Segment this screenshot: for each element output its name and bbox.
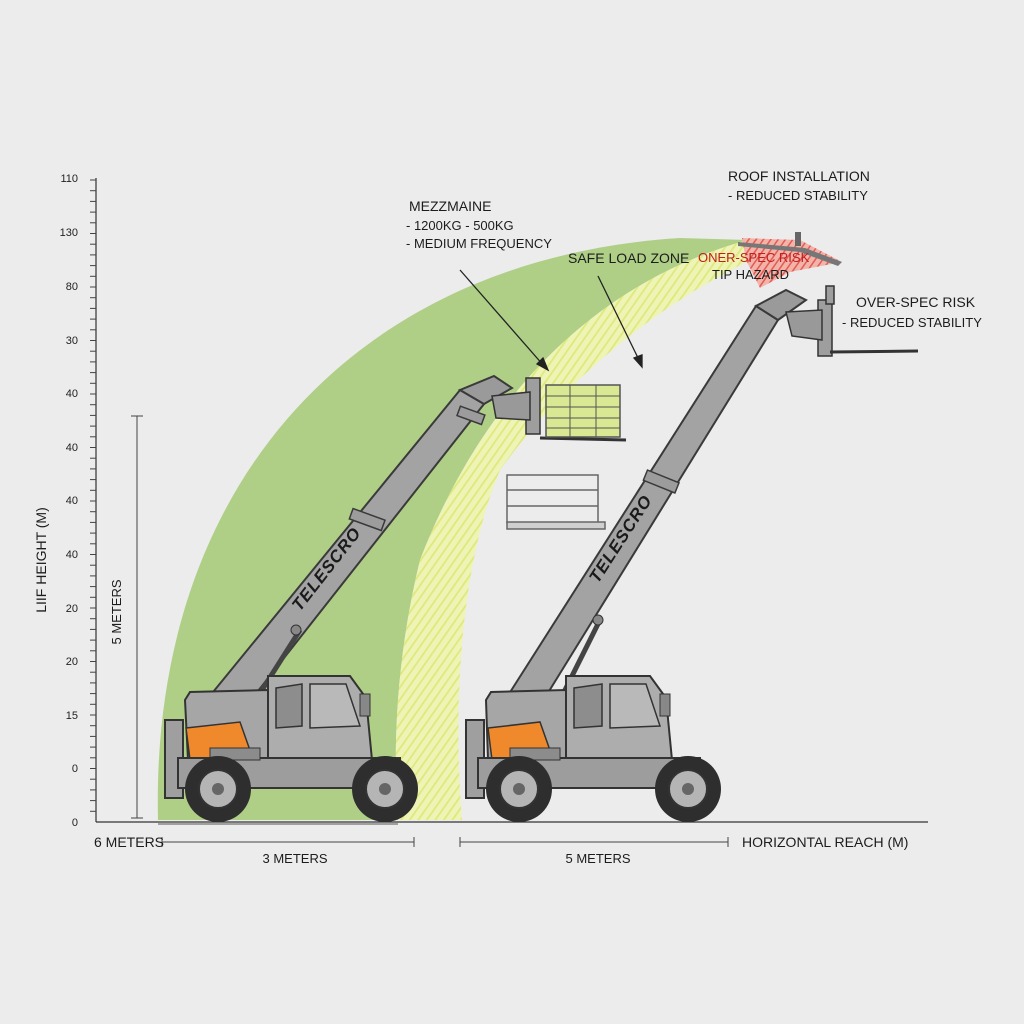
vertical-dimension: 5 METERS bbox=[109, 415, 143, 819]
y-tick: 20 bbox=[66, 656, 78, 668]
mezzanine-line-2: - MEDIUM FREQUENCY bbox=[406, 236, 552, 251]
x-axis bbox=[96, 821, 928, 825]
y-tick: 40 bbox=[66, 442, 78, 454]
tip-hazard-line-1: ONER-SPEC RISK bbox=[698, 250, 810, 265]
wheel-right-rear bbox=[655, 756, 721, 822]
y-tick: 20 bbox=[66, 603, 78, 615]
y-tick: 0 bbox=[72, 817, 78, 829]
y-tick: 80 bbox=[66, 281, 78, 293]
roof-title: ROOF INSTALLATION bbox=[728, 168, 870, 184]
y-tick: 0 bbox=[72, 763, 78, 775]
mezzanine-line-1: - 1200KG - 500KG bbox=[406, 218, 514, 233]
y-tick: 15 bbox=[66, 710, 78, 722]
y-tick: 110 bbox=[60, 173, 78, 185]
span-dimension-1: 3 METERS bbox=[161, 837, 415, 866]
over-spec-annotation: OVER-SPEC RISK - REDUCED STABILITY bbox=[842, 294, 982, 330]
callout-arrows bbox=[459, 269, 643, 372]
mezzanine-platform bbox=[506, 474, 606, 530]
y-axis bbox=[90, 178, 97, 822]
caution-zone bbox=[395, 240, 772, 820]
y-tick: 40 bbox=[66, 388, 78, 400]
roof-edge bbox=[738, 232, 842, 266]
safe-load-zone bbox=[157, 238, 748, 820]
vertical-dimension-label: 5 METERS bbox=[109, 579, 124, 644]
chassis-left bbox=[164, 675, 401, 799]
mezzanine-title: MEZZMAINE bbox=[409, 198, 491, 214]
roof-line-1: - REDUCED STABILITY bbox=[728, 188, 868, 203]
roof-annotation: ROOF INSTALLATION - REDUCED STABILITY bbox=[728, 168, 870, 203]
fork-carriage-left bbox=[491, 377, 627, 442]
wheel-left-rear bbox=[352, 756, 418, 822]
span-dimension-2: 5 METERS bbox=[459, 837, 729, 866]
over-spec-line-1: - REDUCED STABILITY bbox=[842, 315, 982, 330]
tip-hazard-annotation: ONER-SPEC RISK TIP HAZARD bbox=[698, 250, 810, 282]
wheel-right-front bbox=[486, 756, 552, 822]
tip-hazard-line-2: TIP HAZARD bbox=[712, 267, 789, 282]
y-tick-labels: 110 130 80 30 40 40 40 40 20 20 15 0 0 bbox=[60, 173, 78, 829]
telehandler-right: TELESCRO bbox=[465, 285, 919, 822]
y-axis-label: LIIF HEIGHT (M) bbox=[33, 507, 49, 613]
mezzanine-annotation: MEZZMAINE - 1200KG - 500KG - MEDIUM FREQ… bbox=[406, 198, 552, 251]
y-tick: 40 bbox=[66, 495, 78, 507]
safe-zone-label: SAFE LOAD ZONE bbox=[568, 250, 689, 266]
span-2-label: 5 METERS bbox=[565, 851, 630, 866]
fork-carriage-right bbox=[785, 285, 919, 357]
telehandler-left: TELESCRO bbox=[164, 374, 627, 822]
y-tick: 40 bbox=[66, 549, 78, 561]
x-left-label: 6 METERS bbox=[94, 834, 164, 850]
y-tick: 30 bbox=[66, 335, 78, 347]
x-axis-label: HORIZONTAL REACH (M) bbox=[742, 834, 908, 850]
y-tick: 130 bbox=[60, 227, 78, 239]
over-spec-title: OVER-SPEC RISK bbox=[856, 294, 976, 310]
span-1-label: 3 METERS bbox=[262, 851, 327, 866]
hazard-zone bbox=[742, 238, 842, 288]
wheel-left-front bbox=[185, 756, 251, 822]
